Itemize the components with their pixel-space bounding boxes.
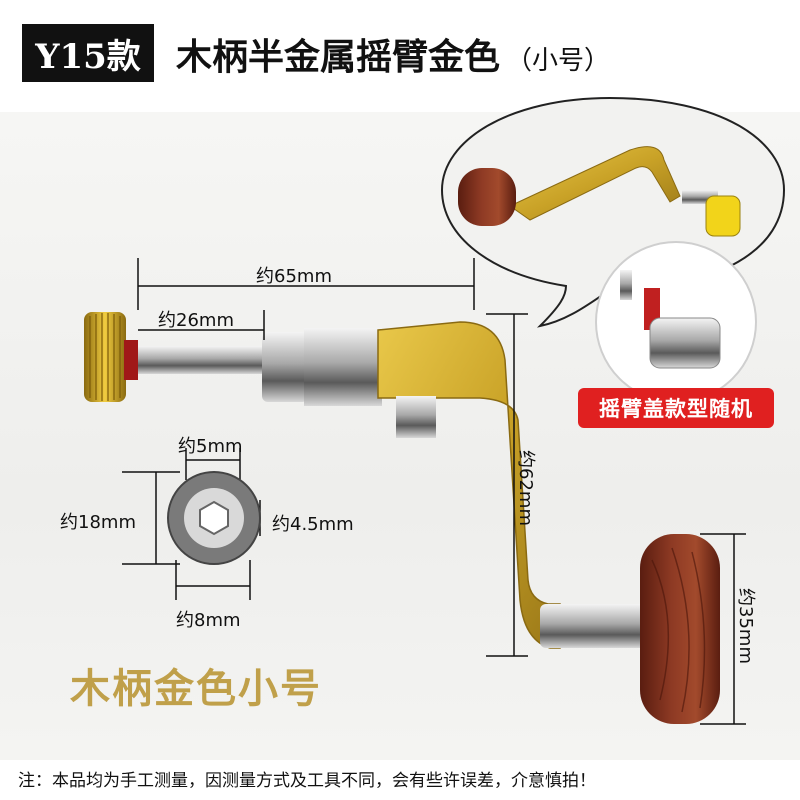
random-cap-style-badge: 摇臂盖款型随机 [578,388,774,428]
badge-text: 摇臂盖款型随机 [599,397,753,421]
knurled-cap [84,312,138,402]
hex-sleeve [304,328,382,406]
product-title-suffix: （小号） [506,46,611,76]
dim-shaft-length: 约26mm [158,310,234,331]
cap-inset [595,241,757,403]
hex-cross-section [167,471,261,565]
dim-hex-width: 约4.5mm [272,514,354,535]
model-code: Y15款 [35,36,141,77]
bottom-connector [540,604,650,648]
wooden-knob [640,534,720,724]
collar [262,332,308,402]
dim-knob-height: 约35mm [735,588,756,664]
product-caption: 木柄金色小号 [70,666,322,712]
dim-total-length: 约65mm [256,266,332,287]
dim-bottom-width: 约8mm [176,610,241,631]
dim-outer-diameter: 约18mm [60,512,136,533]
measurement-note: 注：本品均为手工测量，因测量方式及工具不同，会有些许误差，介意慎拍！ [18,771,596,791]
dim-inner-hex: 约5mm [178,436,243,457]
arm-bracket [396,396,436,438]
dim-arm-height: 约62mm [515,450,536,526]
model-code-badge: Y15款 [22,24,154,82]
product-title: 木柄半金属摇臂金色（小号） [176,28,610,80]
product-title-main: 木柄半金属摇臂金色 [176,37,501,78]
dimension-lines [122,258,746,725]
shaft [138,346,268,374]
